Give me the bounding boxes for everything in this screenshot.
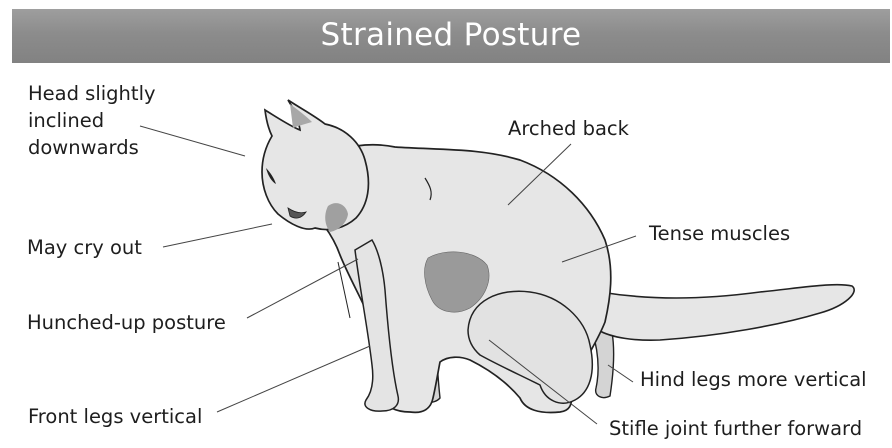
leader-head (140, 126, 245, 156)
leader-cry (163, 224, 272, 247)
label-may-cry-out: May cry out (27, 234, 142, 261)
label-hunched-up-posture: Hunched-up posture (27, 309, 226, 336)
label-tense-muscles: Tense muscles (649, 220, 790, 247)
label-front-legs-vertical: Front legs vertical (28, 403, 202, 430)
cat-tail (598, 285, 854, 341)
label-head: Head slightly inclined downwards (28, 80, 156, 161)
cat-head (262, 100, 368, 230)
leader-front-legs (217, 346, 370, 412)
label-stifle-joint: Stifle joint further forward (609, 415, 862, 442)
leader-hunched (247, 259, 358, 318)
label-arched-back: Arched back (508, 115, 629, 142)
label-hind-legs-more-vertical: Hind legs more vertical (640, 366, 867, 393)
